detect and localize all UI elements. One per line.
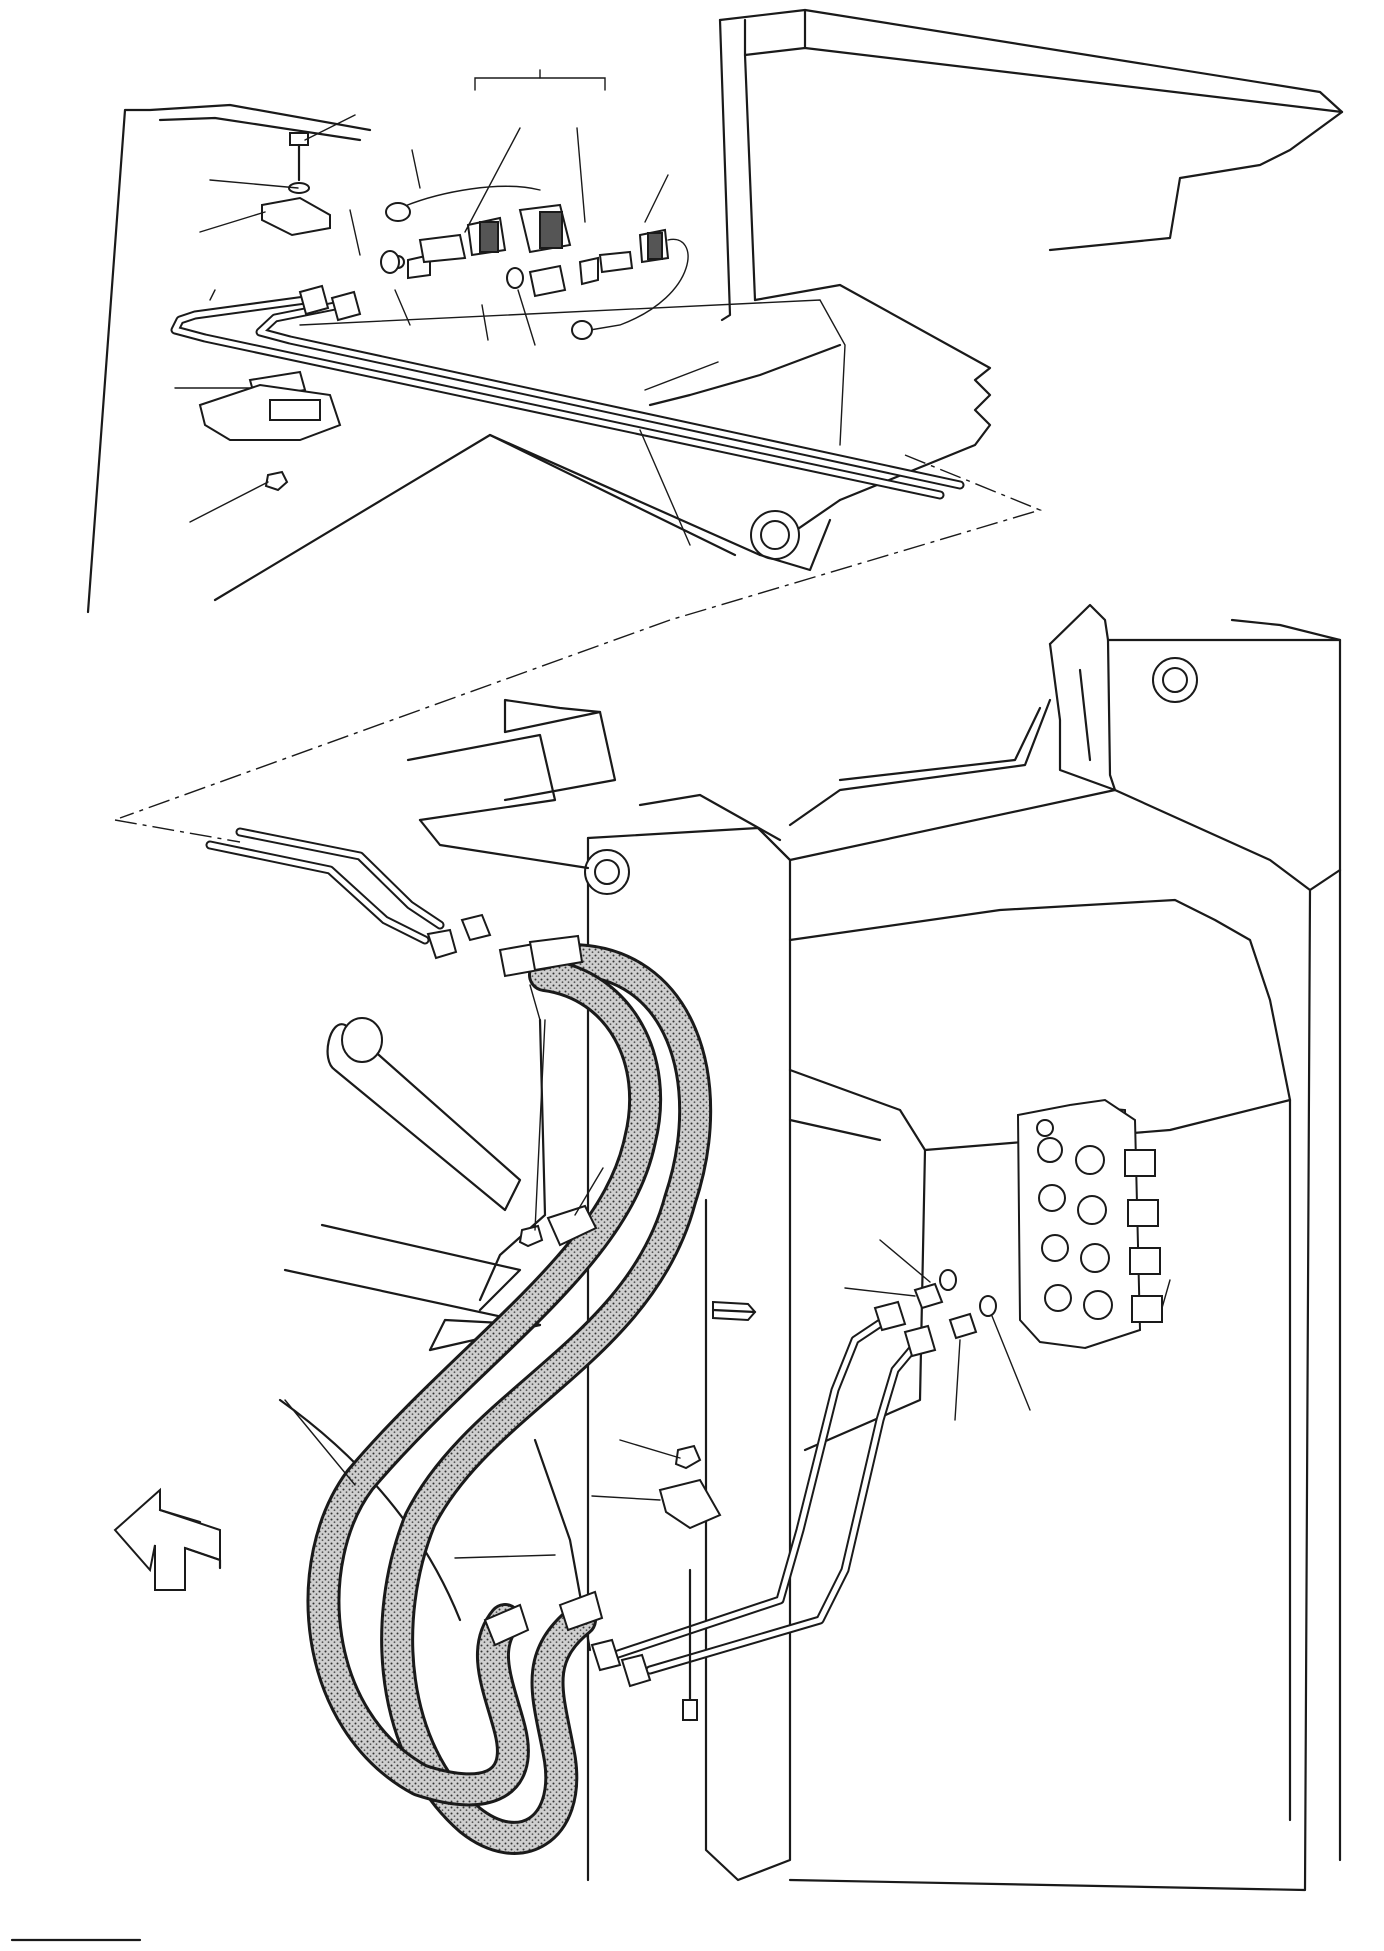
- clamp-bolt: [288, 132, 310, 194]
- clamp-block-lower: [198, 370, 342, 441]
- hose-clamp-upper: [518, 1204, 598, 1248]
- upper-steel-lines: [170, 293, 965, 500]
- hydraulic-hose-pair: [306, 934, 713, 1855]
- clamp-block-upper: [261, 196, 331, 237]
- bottom-chassis-assembly: [10, 603, 1342, 1942]
- valve-adapter-fittings: [913, 1269, 997, 1340]
- control-valve-block: [1016, 1098, 1163, 1350]
- hose-clamp-lower: [658, 1444, 722, 1722]
- lower-nut: [264, 470, 289, 492]
- top-boom-assembly: [86, 8, 1344, 819]
- quick-coupler-set: [380, 185, 689, 340]
- lower-left-steel-lines: [205, 827, 492, 960]
- callout-leaders-top: [174, 69, 719, 546]
- front-direction-arrow: [113, 1487, 222, 1591]
- callout-leaders-bottom: [284, 984, 1171, 1559]
- mounting-bolt-horizontal: [711, 1300, 757, 1322]
- upper-pipe-nuts: [298, 284, 362, 322]
- lower-right-steel-lines: [590, 1300, 937, 1688]
